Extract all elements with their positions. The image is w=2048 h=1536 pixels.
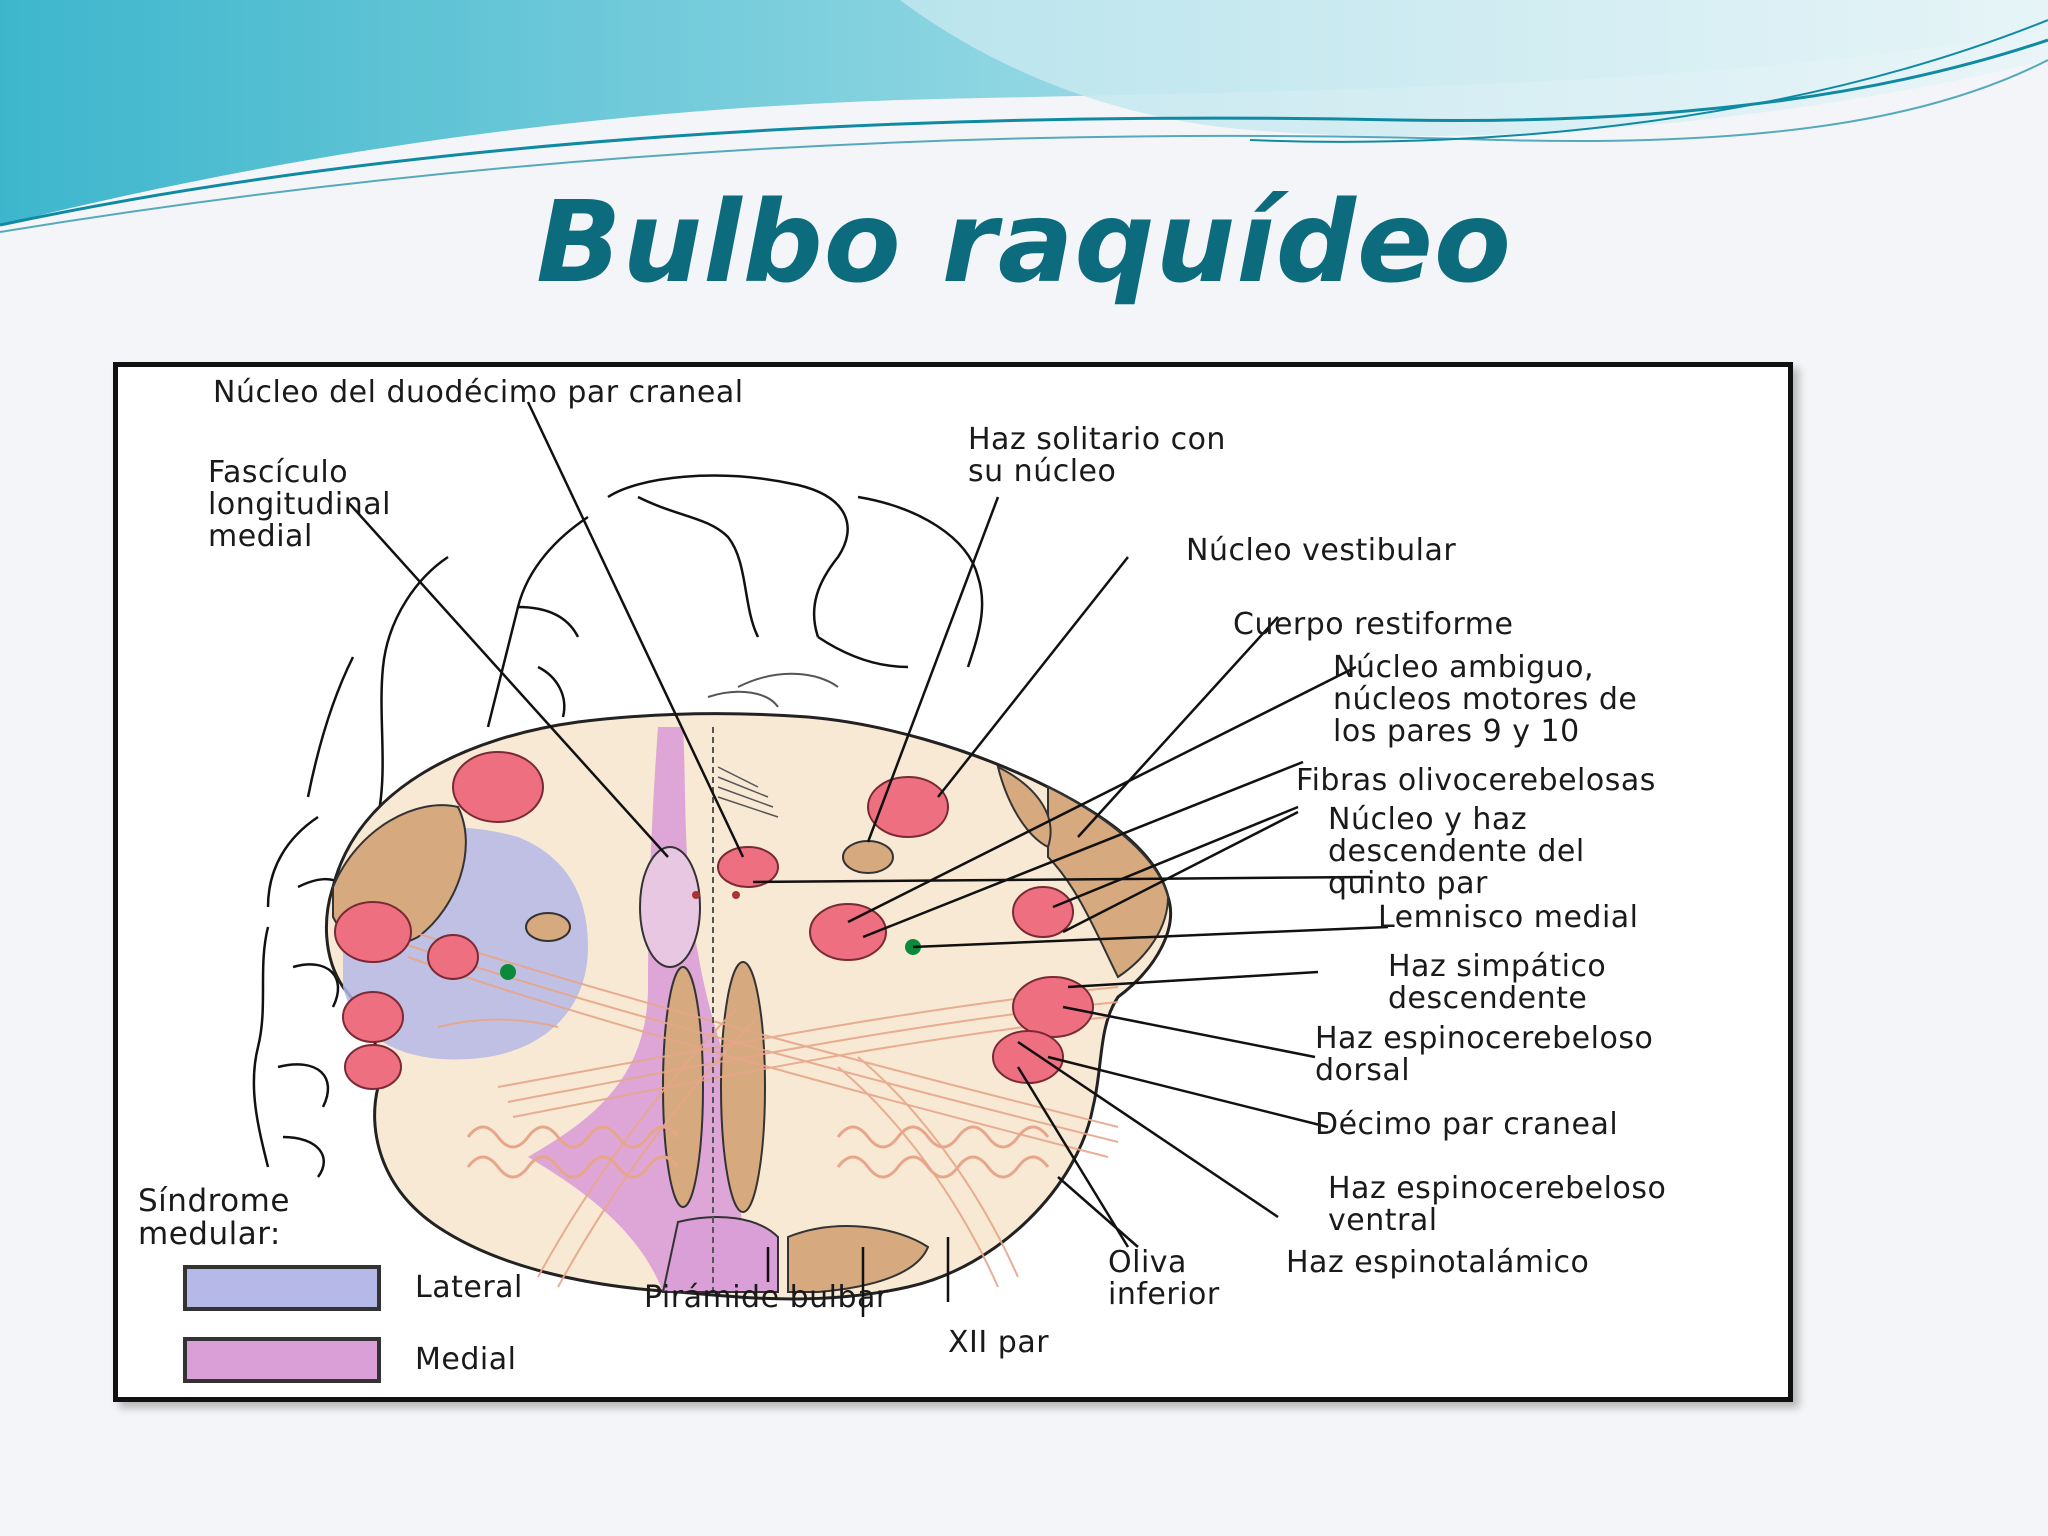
label-twelfth-nerve: XII par xyxy=(948,1325,1050,1360)
header-waves xyxy=(0,0,2048,233)
brainstem-outline xyxy=(252,474,984,1178)
sympathetic-marker-left xyxy=(500,964,516,980)
label-medial-lemniscus: Lemnisco medial xyxy=(1378,900,1639,935)
label-dorsal-spinocerebellar: Haz espinocerebeloso dorsal xyxy=(1315,1021,1654,1088)
label-inferior-olive: Oliva inferior xyxy=(1108,1245,1220,1312)
label-solitary-tract: Haz solitario con su núcleo xyxy=(968,422,1226,489)
label-vagus-nerve: Décimo par craneal xyxy=(1315,1107,1619,1142)
medulla-section xyxy=(325,672,1173,1301)
medulla-diagram xyxy=(252,401,1389,1317)
legend-title: Síndrome medular: xyxy=(138,1183,290,1252)
diagram-frame: Núcleo del duodécimo par craneal Fascícu… xyxy=(113,362,1793,1402)
label-nucleus-ambiguus: Núcleo ambiguo, núcleos motores de los p… xyxy=(1333,650,1638,749)
legend-label-lateral: Lateral xyxy=(415,1270,523,1305)
label-olivocerebellar-fibers: Fibras olivocerebelosas xyxy=(1296,763,1656,798)
label-medial-longitudinal-fasciculus: Fascículo longitudinal medial xyxy=(208,455,391,554)
legend-label-medial: Medial xyxy=(415,1342,517,1377)
slide-title: Bulbo raquídeo xyxy=(536,178,1512,308)
label-restiform-body: Cuerpo restiforme xyxy=(1233,607,1514,642)
label-vestibular-nucleus: Núcleo vestibular xyxy=(1186,533,1457,568)
label-pyramid: Pirámide bulbar xyxy=(644,1280,889,1315)
legend-swatch-medial xyxy=(183,1337,381,1383)
label-trigeminal-nucleus: Núcleo y haz descendente del quinto par xyxy=(1328,802,1585,901)
label-spinothalamic: Haz espinotalámico xyxy=(1286,1245,1590,1280)
label-descending-sympathetic: Haz simpático descendente xyxy=(1388,949,1607,1016)
leader-lines xyxy=(347,401,1389,1317)
legend-swatch-lateral xyxy=(183,1265,381,1311)
label-hypoglossal-nucleus: Núcleo del duodécimo par craneal xyxy=(213,375,744,410)
nuclei xyxy=(334,751,1094,1090)
label-ventral-spinocerebellar: Haz espinocerebeloso ventral xyxy=(1328,1171,1667,1238)
